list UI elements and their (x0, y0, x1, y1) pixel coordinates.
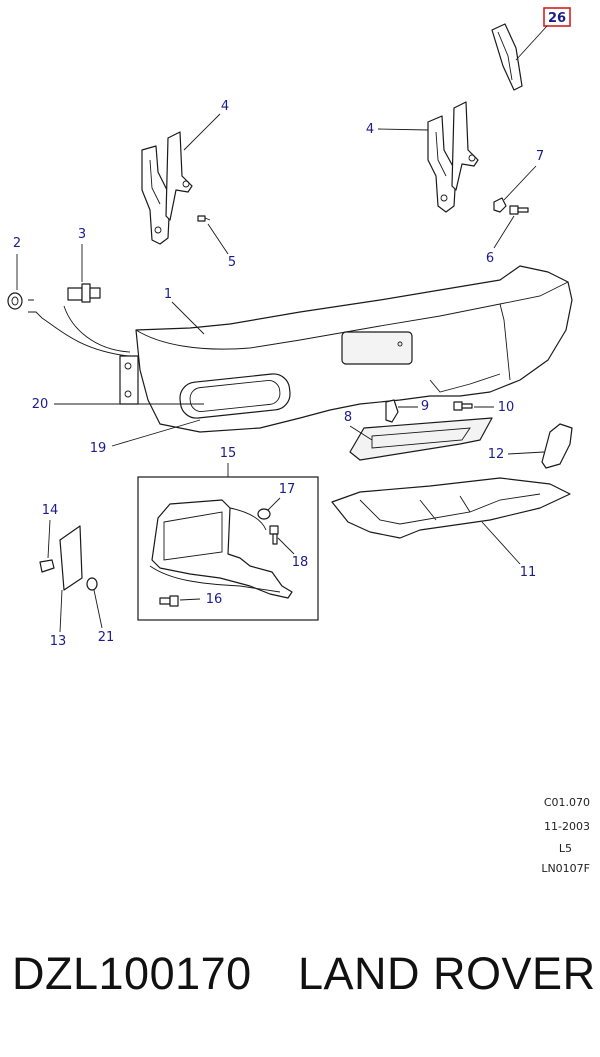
callout-12[interactable]: 12 (488, 447, 505, 462)
part-4-bracket-right (427, 101, 479, 213)
callout-13[interactable]: 13 (50, 634, 67, 649)
callout-7[interactable]: 7 (536, 149, 544, 164)
part-4-bracket-left (141, 131, 193, 245)
callout-21[interactable]: 21 (98, 630, 115, 645)
callout-1[interactable]: 1 (164, 287, 172, 302)
callout-10[interactable]: 10 (498, 400, 515, 415)
part-number: DZL100170 (12, 948, 252, 999)
diagram-code: C01.070 (543, 796, 590, 809)
callout-6[interactable]: 6 (486, 251, 494, 266)
callout-18[interactable]: 18 (292, 555, 309, 570)
callout-3[interactable]: 3 (78, 227, 86, 242)
part-5-screw (197, 215, 211, 222)
part-2-grommet (7, 292, 23, 310)
part-17-grommet (257, 508, 271, 520)
brand-name: LAND ROVER (298, 948, 596, 999)
part-13-plate (59, 525, 83, 591)
part-14-cap (39, 559, 55, 573)
callout-16[interactable]: 16 (206, 592, 223, 607)
part-21-clip (86, 577, 98, 591)
part-16-screw (159, 595, 179, 607)
part-15-assembly (149, 499, 293, 599)
diagram-ref: LN0107F (541, 862, 590, 875)
part-26-trim (491, 23, 523, 91)
callout-14[interactable]: 14 (42, 503, 59, 518)
callout-4-right[interactable]: 4 (366, 122, 374, 137)
callout-17[interactable]: 17 (279, 482, 296, 497)
diagram-level: L5 (558, 842, 572, 855)
wiring-harness (28, 299, 129, 357)
part-7-nut (493, 197, 507, 213)
callout-15[interactable]: 15 (220, 446, 237, 461)
callout-5[interactable]: 5 (228, 255, 236, 270)
callout-20[interactable]: 20 (32, 397, 49, 412)
part-10-screw (453, 401, 473, 411)
callout-19[interactable]: 19 (90, 441, 107, 456)
callout-26[interactable]: 26 (548, 11, 566, 26)
diagram-date: 11-2003 (544, 820, 590, 833)
part-8-panel (349, 417, 493, 461)
part-6-bolt (509, 205, 529, 215)
product-caption: DZL100170 LAND ROVER (0, 948, 600, 1008)
callout-11[interactable]: 11 (520, 565, 537, 580)
part-9-clip (385, 399, 399, 423)
part-20-reflector (179, 373, 291, 419)
exploded-parts-diagram: 26 4 5 4 7 6 2 (7, 7, 573, 649)
callout-26-highlight (543, 7, 571, 27)
part-18-screw (269, 525, 279, 545)
callout-9[interactable]: 9 (421, 399, 429, 414)
part-11-undertray (331, 477, 571, 539)
callout-2[interactable]: 2 (13, 236, 21, 251)
callout-8[interactable]: 8 (344, 410, 352, 425)
part-12-cover (541, 423, 573, 469)
part-3-connector (67, 283, 101, 303)
callout-4-left[interactable]: 4 (221, 99, 229, 114)
